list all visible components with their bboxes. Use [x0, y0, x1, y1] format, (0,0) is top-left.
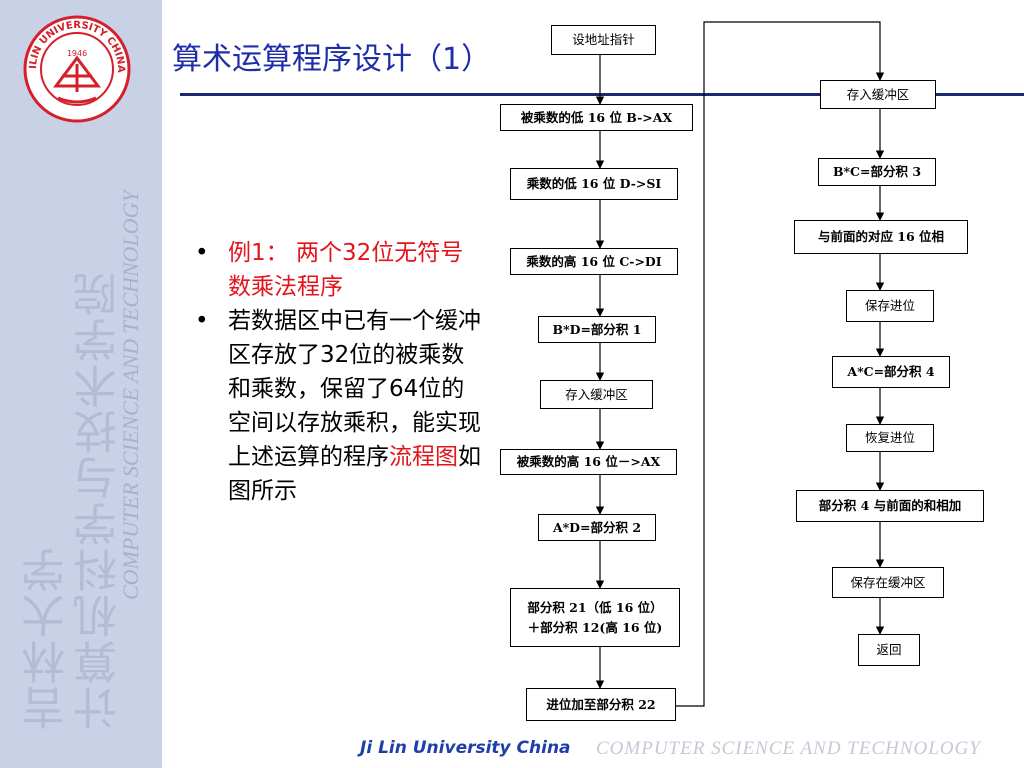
emblem-year: 1946: [67, 49, 87, 58]
footer-university-brand: Ji Lin University China: [360, 738, 571, 758]
flow-box-set-pointer: 设地址指针: [551, 25, 656, 55]
flow-box-add-carry: 进位加至部分积 22: [526, 688, 676, 721]
flow-box-restore-carry: 恢复进位: [846, 424, 934, 452]
sidebar-cn-university: 吉林大学: [22, 546, 73, 730]
footer-department: COMPUTER SCIENCE AND TECHNOLOGY: [596, 738, 981, 759]
sidebar-vertical-english: COMPUTER SCIENCE AND TECHNOLOGY: [118, 190, 143, 600]
title-divider: [180, 93, 1024, 96]
flow-box-partial-sum-line1: 部分积 21（低 16 位）: [527, 599, 663, 615]
flow-box-partial-sum-line2: ＋部分积 12(高 16 位): [527, 619, 663, 635]
flow-box-add-partial-4: 部分积 4 与前面的和相加: [796, 490, 984, 522]
bullet-item-example: 例1： 两个32位无符号数乘法程序: [195, 236, 485, 304]
flow-box-load-multiplicand-low: 被乘数的低 16 位 B->AX: [500, 104, 693, 131]
flow-box-store-buffer-1: 存入缓冲区: [540, 380, 653, 409]
university-emblem-icon: JILIN UNIVERSITY CHINA 1946: [22, 14, 131, 123]
slide-title: 算术运算程序设计（1）: [172, 42, 492, 77]
bullet1-prefix: 例1：: [228, 240, 289, 266]
flow-box-save-buffer: 保存在缓冲区: [832, 567, 944, 598]
flow-box-add-previous: 与前面的对应 16 位相: [794, 220, 968, 254]
bullet-item-description: 若数据区中已有一个缓冲区存放了32位的被乘数和乘数，保留了64位的空间以存放乘积…: [195, 304, 485, 508]
bullet1-text: 两个32位无符号数乘法程序: [228, 240, 464, 300]
flow-box-partial-product-3: B*C=部分积 3: [818, 158, 936, 186]
flow-box-partial-product-2: A*D=部分积 2: [538, 514, 656, 541]
flow-box-partial-product-4: A*C=部分积 4: [832, 356, 950, 388]
flow-box-load-multiplier-low: 乘数的低 16 位 D->SI: [510, 168, 678, 200]
bullet2-text: 若数据区中已有一个缓冲区存放了32位的被乘数和乘数，保留了64位的空间以存放乘积…: [228, 308, 481, 470]
flow-box-partial-sum: 部分积 21（低 16 位） ＋部分积 12(高 16 位): [510, 588, 680, 647]
flow-box-load-multiplier-high: 乘数的高 16 位 C->DI: [510, 248, 678, 275]
flow-box-load-multiplicand-high: 被乘数的高 16 位－>AX: [500, 449, 677, 475]
bullet2-highlight: 流程图: [389, 444, 458, 470]
flow-box-return: 返回: [858, 634, 920, 666]
flow-box-partial-product-1: B*D=部分积 1: [538, 316, 656, 343]
bullet2-suffix: 如图所示: [228, 444, 481, 504]
sidebar-panel: JILIN UNIVERSITY CHINA 1946 吉林大学 计算机科学与技…: [0, 0, 162, 768]
bullet-list: 例1： 两个32位无符号数乘法程序 若数据区中已有一个缓冲区存放了32位的被乘数…: [195, 236, 485, 508]
flow-box-save-carry: 保存进位: [846, 290, 934, 322]
sidebar-vertical-chinese: 吉林大学 计算机科学与技术学院: [22, 150, 132, 730]
flow-box-store-buffer-2: 存入缓冲区: [820, 80, 936, 109]
